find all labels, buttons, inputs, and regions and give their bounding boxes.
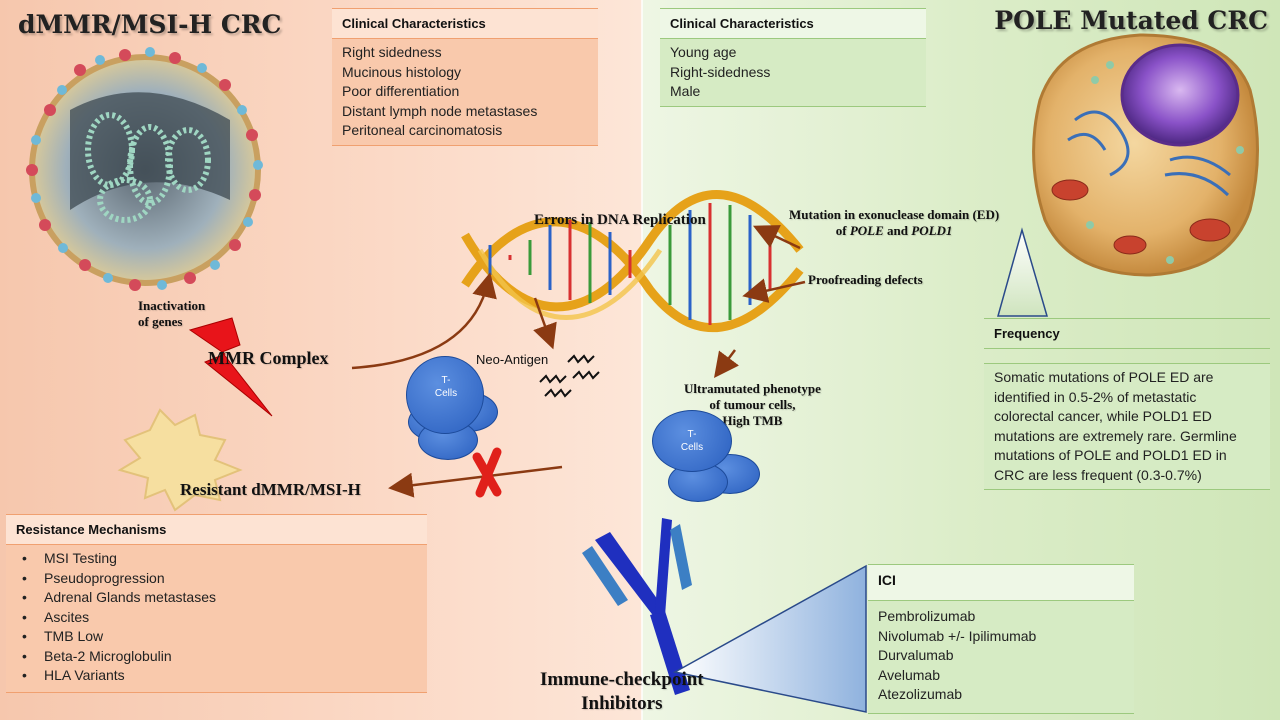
left-title: dMMR/MSI-H CRC (18, 10, 282, 39)
errors-label: Errors in DNA Replication (534, 212, 706, 228)
list-item: Male (670, 83, 701, 99)
frequency-header: Frequency (984, 318, 1270, 349)
left-clinical-list: Right sidedness Mucinous histology Poor … (332, 39, 598, 145)
list-item: HLA Variants (16, 666, 417, 686)
list-item: Ascites (16, 608, 417, 628)
lightning-bolt (188, 317, 273, 417)
ici-title: Immune-checkpoint Inhibitors (540, 669, 704, 714)
antibody-icon (582, 518, 692, 695)
dna-helix (461, 190, 804, 333)
panel-divider (641, 0, 643, 720)
resistance-list: MSI Testing Pseudoprogression Adrenal Gl… (6, 545, 427, 692)
right-clinical-box: Clinical Characteristics Young age Right… (660, 8, 926, 107)
frequency-text: Somatic mutations of POLE ED are identif… (984, 363, 1270, 489)
left-clinical-header: Clinical Characteristics (332, 9, 598, 39)
proofreading-label: Proofreading defects (808, 272, 923, 287)
list-item: Avelumab (878, 666, 941, 683)
resistance-box: Resistance Mechanisms MSI Testing Pseudo… (6, 514, 427, 693)
resistant-label: Resistant dMMR/MSI-H (180, 480, 361, 499)
ici-box: ICI Pembrolizumab Nivolumab +/- Ipilimum… (868, 564, 1134, 714)
frequency-box: Frequency Somatic mutations of POLE ED a… (984, 318, 1270, 490)
frequency-triangle (997, 227, 1048, 317)
cell-illustration (1032, 33, 1259, 277)
list-item: Pembrolizumab (878, 608, 976, 624)
connector-arrows (351, 225, 806, 498)
list-item: Poor differentiation (342, 83, 460, 99)
list-item: Nivolumab +/- Ipilimumab (878, 627, 1037, 644)
mmr-complex-label: MMR Complex (208, 348, 329, 368)
virus-illustration (26, 47, 263, 291)
right-clinical-list: Young age Right-sidedness Male (660, 39, 926, 106)
list-item: Peritoneal carcinomatosis (342, 122, 503, 138)
starburst-blob (117, 408, 243, 512)
ici-list: Pembrolizumab Nivolumab +/- Ipilimumab D… (868, 601, 1134, 713)
list-item: TMB Low (16, 627, 417, 647)
list-item: Distant lymph node metastases (342, 102, 538, 119)
list-item: MSI Testing (16, 549, 417, 569)
list-item: Young age (670, 44, 737, 60)
list-item: Right-sidedness (670, 63, 771, 80)
right-clinical-header: Clinical Characteristics (660, 9, 926, 39)
ici-header: ICI (868, 565, 1134, 601)
list-item: Mucinous histology (342, 63, 462, 80)
ultramutated-label: Ultramutated phenotype of tumour cells, … (684, 381, 821, 428)
neo-antigen-squiggles (539, 354, 600, 398)
ici-triangle (672, 564, 867, 713)
list-item: Right sidedness (342, 44, 442, 60)
list-item: Pseudoprogression (16, 569, 417, 589)
resistance-header: Resistance Mechanisms (6, 515, 427, 545)
left-clinical-box: Clinical Characteristics Right sidedness… (332, 8, 598, 146)
t-cell-label: T-Cells (434, 375, 458, 399)
list-item: Durvalumab (878, 647, 954, 663)
right-title: POLE Mutated CRC (994, 6, 1268, 35)
list-item: Atezolizumab (878, 686, 963, 702)
red-cross-icon (472, 447, 502, 498)
list-item: Adrenal Glands metastases (16, 588, 417, 608)
t-cell-label: T-Cells (680, 429, 704, 453)
list-item: Beta-2 Microglobulin (16, 647, 417, 667)
inactivation-label: Inactivation of genes (138, 298, 206, 329)
neo-antigen-label: Neo-Antigen (476, 352, 549, 367)
mutation-label: Mutation in exonuclease domain (ED) of P… (789, 207, 1000, 238)
